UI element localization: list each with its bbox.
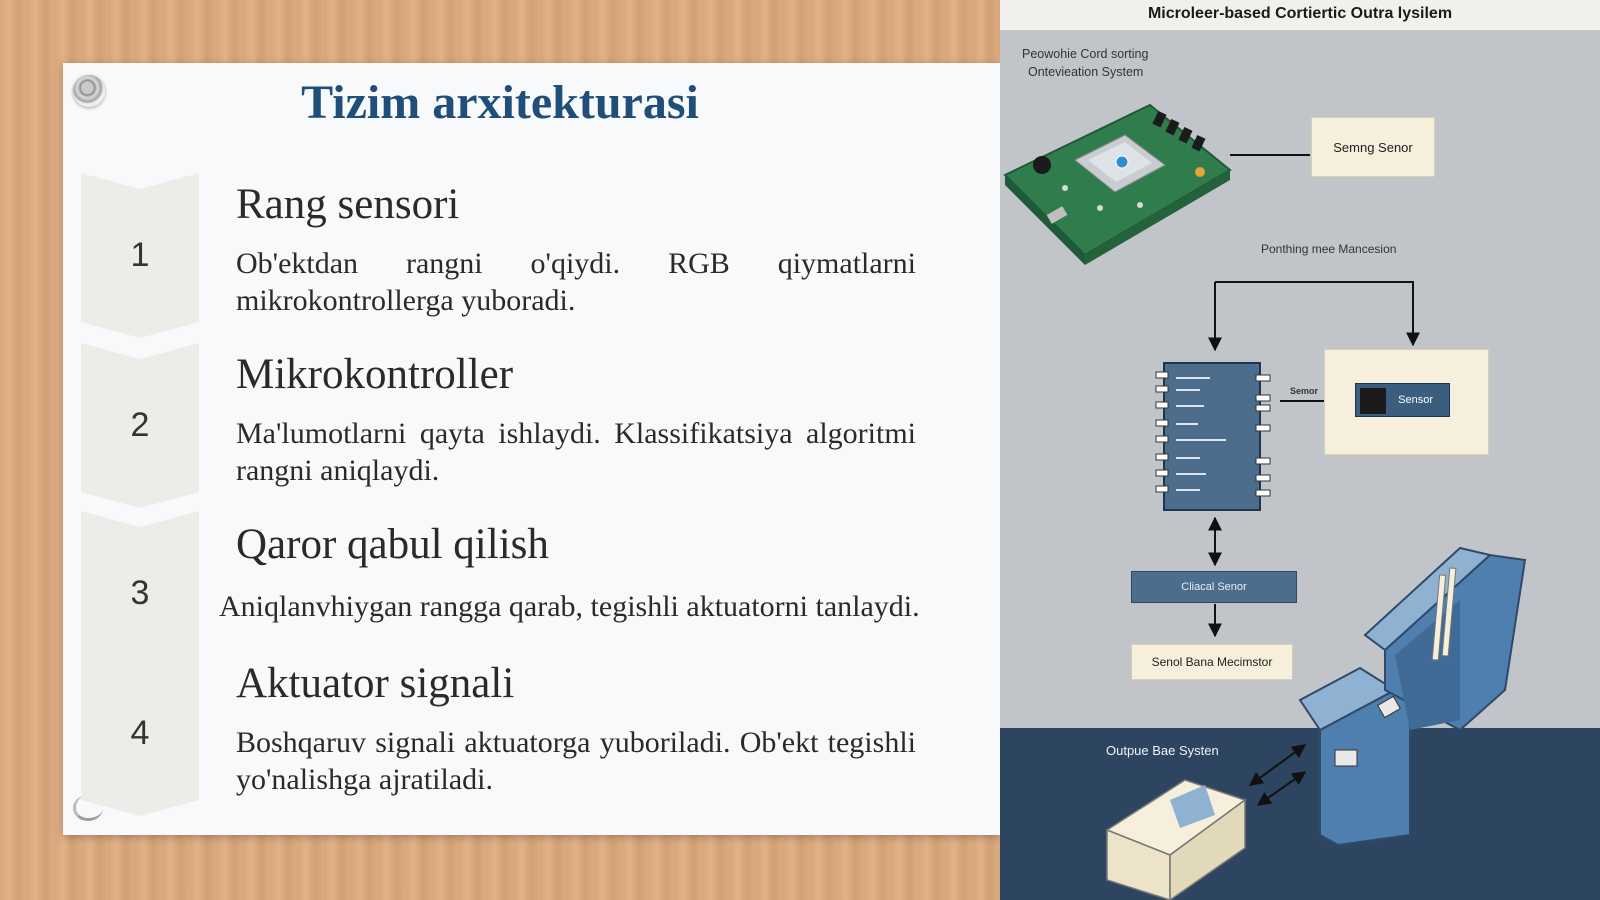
step-number: 2	[130, 406, 150, 444]
pcb-board-icon	[1003, 103, 1232, 265]
diagram-subtitle-1: Peowohie Cord sorting	[1022, 47, 1149, 61]
sensing-sensor-box: Semng Senor	[1311, 117, 1435, 177]
pushpin-icon	[73, 75, 105, 107]
control-bar: Cliacal Senor	[1131, 571, 1297, 603]
output-tray-icon	[1105, 779, 1247, 900]
output-system-label: Outpue Bae Systen	[1106, 743, 1219, 758]
diagram-graphics	[1003, 103, 1527, 900]
output-box: Senol Bana Mecimstor	[1131, 644, 1293, 680]
step-badge-4: 4	[81, 651, 199, 816]
step-badge-2: 2	[81, 343, 199, 508]
step-number: 3	[130, 574, 150, 612]
step-badge-3: 3	[81, 511, 199, 676]
sensor-chip: Sensor	[1355, 383, 1450, 417]
step-heading-4: Aktuator signali	[236, 660, 515, 707]
step-description-1: Ob'ektdan rangni o'qiydi. RGB qiymatlarn…	[236, 247, 916, 317]
step-description-2: Ma'lumotlarni qayta ishlaydi. Klassifika…	[236, 417, 916, 487]
system-diagram: Microleer-based Cortiertic Outra lysilem…	[1000, 0, 1600, 900]
microcontroller-chip-icon	[1155, 362, 1271, 511]
diagram-subtitle-2: Onteviеation System	[1028, 65, 1144, 79]
step-heading-3: Qaror qabul qilish	[236, 521, 549, 568]
step-description-4: Boshqaruv signali aktuatorga yuboriladi.…	[236, 726, 916, 796]
processing-label: Ponthing mee Mancesion	[1261, 242, 1397, 256]
step-heading-2: Mikrokontroller	[236, 351, 514, 398]
step-number: 4	[130, 714, 150, 752]
step-description-3: Aniqlanvhiygan rangga qarab, tegishli ak…	[219, 590, 920, 623]
step-heading-1: Rang sensori	[236, 181, 460, 228]
sorting-bins-icon	[1298, 546, 1527, 847]
step-number: 1	[130, 236, 150, 274]
diagram-title: Microleer-based Cortiertic Outra lysilem	[1000, 0, 1600, 30]
step-badge-1: 1	[81, 173, 199, 338]
page-curl-icon	[73, 795, 103, 821]
sensor-arrow-label: Semor	[1290, 386, 1319, 396]
slide-card: Tizim arxitekturasi 1 Rang sensori Ob'ek…	[63, 63, 1000, 835]
slide-title: Tizim arxitekturasi	[301, 76, 699, 129]
